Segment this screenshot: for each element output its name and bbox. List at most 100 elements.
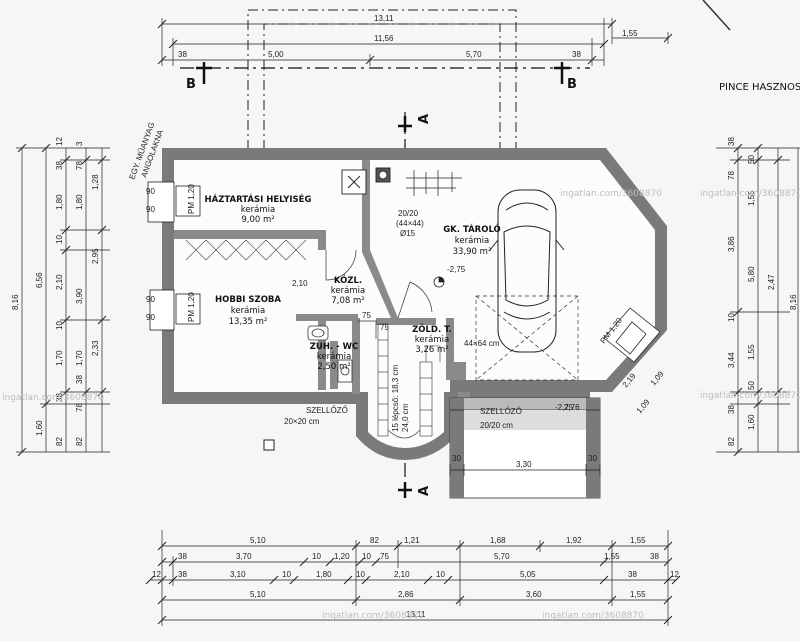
right-dimensions [716, 147, 800, 453]
note-stair: 15 lépcső: 18,3 cm [391, 365, 400, 432]
note-szellozo-right-size: 20/20 cm [480, 421, 513, 430]
watermark-1: ingatlan.com/3608870 [560, 189, 662, 199]
pipe-fittings [406, 170, 462, 196]
room-hobbi-area: 13,35 m² [229, 317, 268, 327]
dim-bot-r3-6: 2,10 [394, 570, 410, 579]
idim-10: 2,76 [564, 403, 580, 412]
dim-top-38b: 38 [572, 50, 581, 59]
dim-bot-r2-5: 75 [380, 552, 389, 561]
note-szellozo-left-size: 20×20 cm [284, 417, 320, 426]
dim-bot-r3-10: 12 [670, 570, 679, 579]
dim-left-c1-2: 1,80 [55, 194, 64, 210]
sheet-title: PINCE HASZNOS ALA [719, 82, 800, 93]
dim-right-c1-4: 3,44 [727, 352, 736, 368]
dim-bot-r2-0: 38 [178, 552, 187, 561]
bottom-dim-ticks [145, 541, 681, 625]
dim-bot-r3-0: 12 [152, 570, 161, 579]
dim-left-c3-0: 1,28 [91, 174, 100, 190]
dim-right-c1-6: 82 [727, 437, 736, 446]
dim-left-c2-6: 78 [75, 403, 84, 412]
section-mark-a-bottom: A [417, 486, 432, 496]
dim-bot-r2-8: 38 [650, 552, 659, 561]
idim-8: 1,09 [649, 369, 666, 387]
room-gk-area: 33,90 m² [453, 247, 492, 257]
idim-2: 90 [146, 295, 155, 304]
dim-bot-r4-0: 5,10 [250, 590, 266, 599]
dim-bot-r2-1: 3,70 [236, 552, 252, 561]
watermark-4: ingatlan.com/3608870 [542, 611, 644, 621]
dim-left-c1-8: 82 [55, 437, 64, 446]
dim-bot-r4-3: 1,55 [630, 590, 646, 599]
dim-right-c1-0: 38 [727, 137, 736, 146]
dim-left-c3-1: 2,95 [91, 248, 100, 264]
dim-bot-r3-3: 10 [282, 570, 291, 579]
dim-ramp-side-a: 30 [452, 454, 461, 463]
wc-fixtures [307, 325, 353, 383]
vent-squares [263, 439, 275, 451]
note-pm-2: PM 1,20 [187, 292, 196, 322]
right-dim-ticks [733, 143, 783, 457]
idim-4: 2,10 [292, 279, 308, 288]
left-dimensions [16, 147, 110, 453]
dim-left-outer: 8,16 [11, 294, 20, 310]
dim-right-c3-0: 2,47 [767, 274, 776, 290]
dim-left-c3-2: 2,33 [91, 340, 100, 356]
idim-3: 90 [146, 313, 155, 322]
idim-6: 75 [380, 323, 389, 332]
dim-right-c1-3: 10 [727, 313, 736, 322]
right-window [603, 307, 661, 363]
room-haztartasi-floor: kerámia [241, 205, 275, 215]
note-stair-2: 24,0 cm [401, 403, 410, 432]
room-zold-floor: kerámia [415, 335, 449, 345]
dim-right-c2-1: 1,55 [747, 190, 756, 206]
dim-left-c2-7: 82 [75, 437, 84, 446]
dim-ramp-side-b: 30 [588, 454, 597, 463]
note-chimney-2: (44×44) [396, 219, 424, 228]
room-haztartasi-name: HÁZTARTÁSI HELYISÉG [205, 193, 312, 205]
dim-bot-r2-3: 1,20 [334, 552, 350, 561]
stair [377, 323, 441, 439]
ramp-dims [449, 464, 601, 476]
dim-bot-r1-5: 1,55 [630, 536, 646, 545]
dim-bot-r3-4: 1,80 [316, 570, 332, 579]
section-mark-b-left: B [186, 77, 196, 92]
idim-9: 1,09 [635, 397, 652, 415]
door-swings [325, 249, 433, 339]
dim-right-c2-0: 50 [747, 155, 756, 164]
dim-left-c1-3: 10 [55, 235, 64, 244]
room-hobbi-name: HOBBI SZOBA [215, 295, 281, 305]
dim-top-inner: 11,56 [374, 34, 394, 43]
top-dimensions [161, 18, 669, 66]
dim-bot-r3-5: 10 [356, 570, 365, 579]
note-szellozo-left: SZELLŐZŐ [306, 406, 348, 415]
upper-floor-outline [247, 9, 517, 150]
dim-bot-total: 13,11 [406, 610, 426, 619]
dim-left-c1-7: 38 [55, 393, 64, 402]
dim-top-r1: 1,55 [622, 29, 638, 38]
watermark-3: ingatlan.com/3608870 [322, 611, 424, 621]
room-zuhwc-area: 2,50 m² [317, 362, 350, 372]
dim-right-c1-1: 78 [727, 171, 736, 180]
note-pm-1: PM 1,20 [187, 184, 196, 214]
room-gk-name: GK. TÁROLÓ [443, 223, 501, 235]
room-labels: HÁZTARTÁSI HELYISÉG kerámia 9,00 m² HOBB… [205, 193, 501, 372]
room-gk-floor: kerámia [455, 236, 489, 246]
idim-1: 90 [146, 205, 155, 214]
room-zold-area: 3,26 m² [415, 345, 448, 355]
chimney [341, 167, 391, 195]
left-dim-ticks [17, 143, 107, 457]
dim-left-c2-2: 1,80 [75, 194, 84, 210]
car-symbol [489, 189, 565, 353]
room-kozl-area: 7,08 m² [331, 296, 364, 306]
garage-opening [475, 295, 579, 381]
watermark-5: ingatlan.com/3608870 [700, 189, 800, 199]
dim-top-570: 5,70 [466, 50, 482, 59]
ramp-and-yard [449, 397, 601, 499]
dim-right-c1-2: 3,86 [727, 236, 736, 252]
dim-right-c1-5: 38 [727, 405, 736, 414]
dim-left-c2-1: 78 [75, 161, 84, 170]
dim-left-c1-4: 2,10 [55, 274, 64, 290]
dim-bot-r2-4: 10 [362, 552, 371, 561]
dim-bot-r1-0: 5,10 [250, 536, 266, 545]
